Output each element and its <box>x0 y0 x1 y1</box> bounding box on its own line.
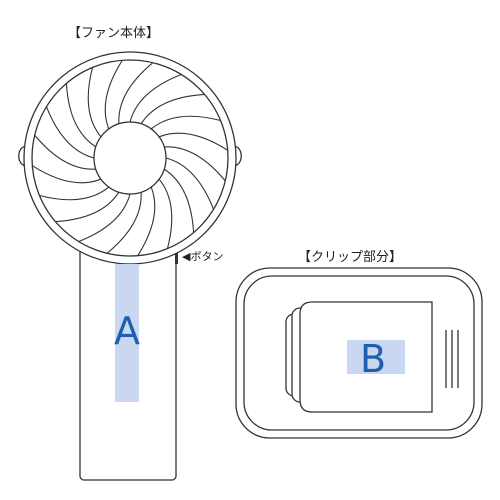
part-a-label: A <box>114 309 140 353</box>
fan-guard-slat <box>163 168 195 233</box>
fan-guard-slat <box>150 115 221 130</box>
fan-inner-ring <box>31 59 229 257</box>
fan-guard-slat <box>165 157 215 210</box>
fan-body-title: 【ファン本体】 <box>68 26 160 41</box>
fan-guard-slat <box>129 73 182 123</box>
fan-guard-slat <box>158 132 228 151</box>
fan-guard-slat <box>140 93 205 125</box>
fan-side-button <box>175 252 178 264</box>
fan-guard-slat <box>106 192 142 254</box>
part-b-label: B <box>360 337 387 381</box>
fan-guard-slat <box>34 134 96 170</box>
fan-guard-slats <box>32 60 228 256</box>
clip-part-title: 【クリップ部分】 <box>298 250 403 265</box>
fan-guard-slat <box>164 146 226 182</box>
fan-guard-slat <box>118 62 154 124</box>
fan-guard-slat <box>65 83 97 148</box>
fan-guard-slat <box>137 186 156 256</box>
fan-guard-slat <box>158 178 173 249</box>
part-b-highlight <box>347 340 405 374</box>
fan-guard-slat <box>78 193 131 243</box>
button-label: ◀ボタン <box>182 250 224 263</box>
fan-guard-slat <box>104 60 123 130</box>
fan-hub <box>93 121 167 195</box>
fan-guard-slat <box>32 165 102 184</box>
clip-inner-frame <box>243 275 475 431</box>
fan-guard-slat <box>87 67 102 138</box>
fan-guard-slat <box>55 191 120 223</box>
part-a-highlight <box>115 264 139 402</box>
fan-guard-slat <box>39 186 110 201</box>
fan-guard-slat <box>45 106 95 159</box>
